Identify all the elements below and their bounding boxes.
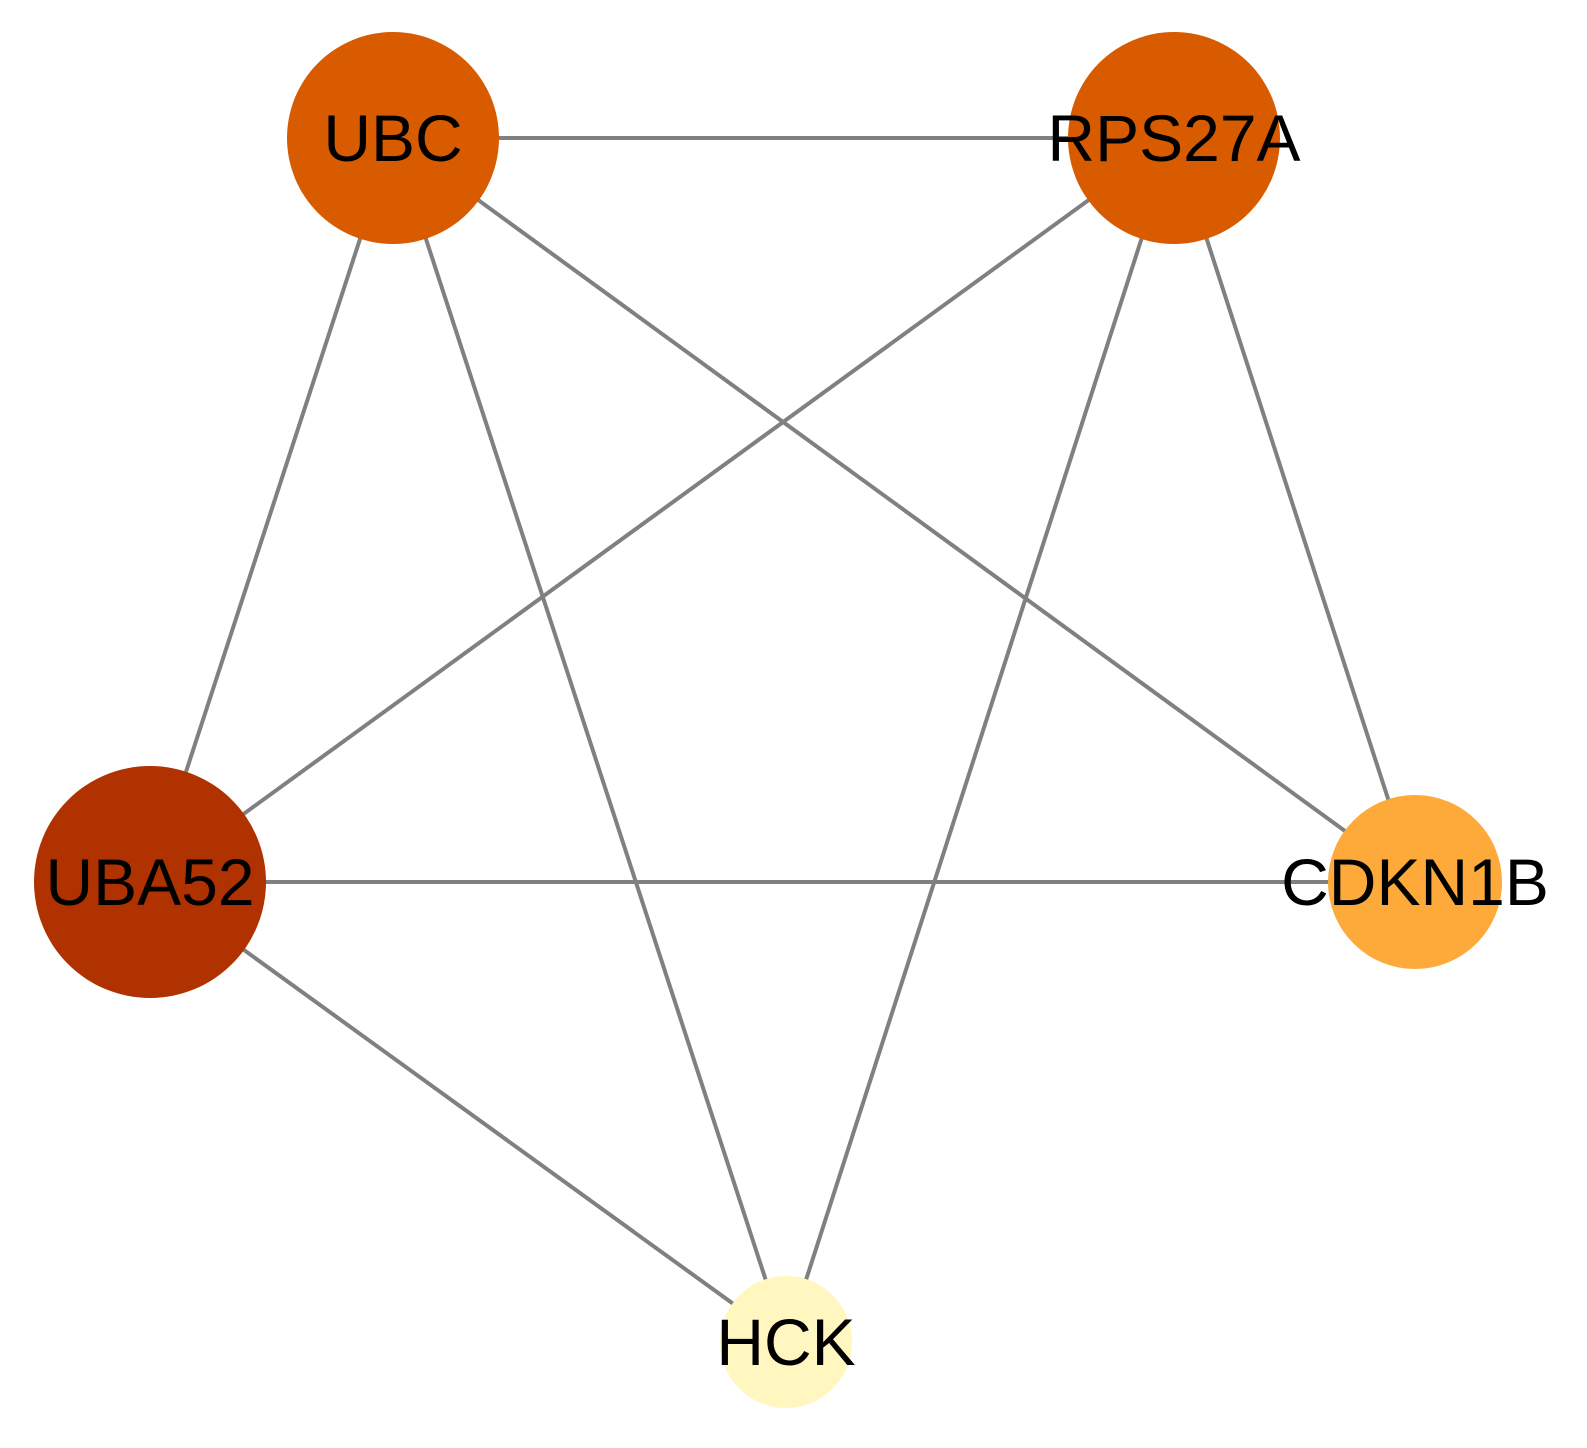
node-hck: HCK — [716, 1276, 856, 1408]
node-label-cdkn1b: CDKN1B — [1281, 845, 1549, 919]
edge-rps27a-uba52 — [148, 136, 1176, 884]
node-label-ubc: UBC — [323, 101, 462, 175]
edge-rps27a-cdkn1b — [1172, 136, 1417, 884]
node-label-hck: HCK — [716, 1305, 855, 1379]
edge-ubc-uba52 — [148, 136, 395, 884]
node-circle-uba52 — [34, 766, 266, 998]
node-label-rps27a: RPS27A — [1047, 101, 1300, 175]
node-circle-ubc — [287, 32, 499, 244]
node-circle-cdkn1b — [1328, 795, 1502, 969]
node-uba52: UBA52 — [34, 766, 266, 998]
edge-rps27a-hck — [784, 136, 1176, 1344]
nodes-layer: UBC RPS27A UBA52 CDKN1B HCK — [34, 32, 1549, 1408]
node-circle-rps27a — [1068, 32, 1280, 244]
node-circle-hck — [720, 1276, 852, 1408]
node-cdkn1b: CDKN1B — [1281, 795, 1549, 969]
edges-layer — [148, 136, 1417, 1344]
edge-ubc-hck — [391, 136, 788, 1344]
node-label-uba52: UBA52 — [45, 845, 254, 919]
node-ubc: UBC — [287, 32, 499, 244]
edge-ubc-cdkn1b — [391, 136, 1417, 884]
node-rps27a: RPS27A — [1047, 32, 1301, 244]
edge-uba52-hck — [148, 880, 788, 1344]
